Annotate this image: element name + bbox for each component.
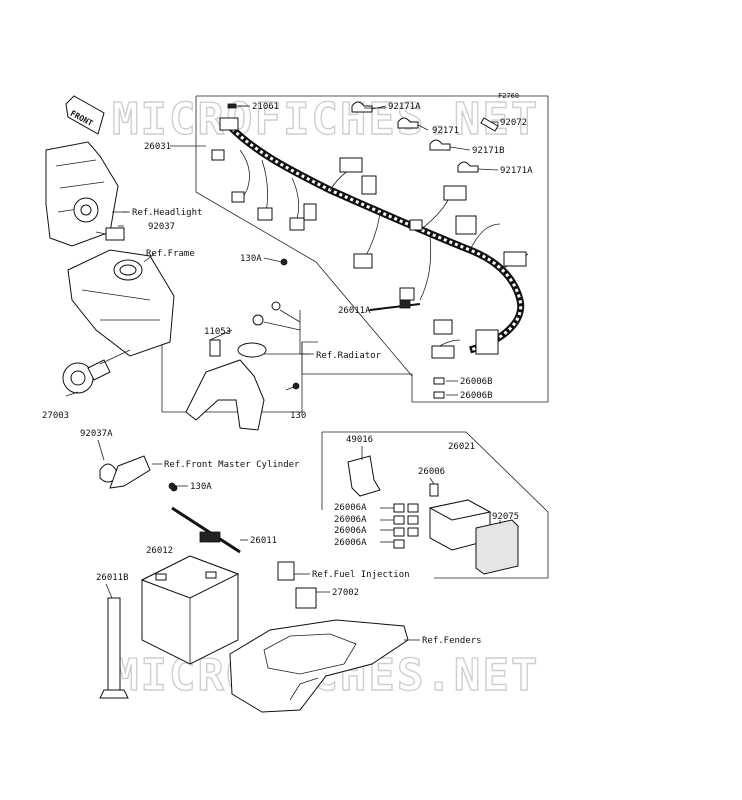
label-26006A-4: 26006A (334, 538, 367, 548)
part-26006-icon (429, 483, 439, 497)
label-92075: 92075 (492, 512, 519, 522)
fender-tray (229, 619, 409, 713)
label-92171: 92171 (432, 126, 459, 136)
frame (67, 249, 175, 357)
part-26006B-2-icon (433, 391, 445, 399)
label-26012: 26012 (146, 546, 173, 556)
label-ref-fuel-injection: Ref.Fuel Injection (312, 570, 410, 580)
connector-pins-26006A (393, 503, 419, 549)
label-ref-frame: Ref.Frame (146, 249, 195, 259)
radiator-bracket (185, 301, 310, 431)
label-ref-fenders: Ref.Fenders (422, 636, 482, 646)
battery-26012-icon (140, 555, 240, 665)
cable-26011A (369, 299, 421, 311)
harness-group-outline (161, 95, 549, 413)
leader-lines (65, 105, 501, 641)
label-92037A: 92037A (80, 429, 113, 439)
part-26006B-icon (433, 377, 445, 385)
bracket-49016-icon (347, 455, 381, 497)
label-21061: 21061 (252, 102, 279, 112)
label-26006: 26006 (418, 467, 445, 477)
label-49016: 49016 (346, 435, 373, 445)
main-wiring-harness (211, 117, 529, 359)
ecu-group-outline (321, 431, 549, 579)
cable-26011 (170, 484, 241, 554)
label-26011: 26011 (250, 536, 277, 546)
label-26031: 26031 (144, 142, 171, 152)
label-130: 130 (290, 411, 306, 421)
label-26006A-1: 26006A (334, 503, 367, 513)
label-92171A-bottom: 92171A (500, 166, 533, 176)
label-130A-upper: 130A (240, 254, 262, 264)
horn-27003-icon (62, 349, 131, 394)
label-27002: 27002 (332, 588, 359, 598)
label-11053: 11053 (204, 327, 231, 337)
label-92072: 92072 (500, 118, 527, 128)
label-ref-radiator: Ref.Radiator (316, 351, 382, 361)
relay-27002-icon (295, 587, 317, 609)
label-26021: 26021 (448, 442, 475, 452)
label-26006A-2: 26006A (334, 515, 367, 525)
fuel-injection-relay-icon (277, 561, 295, 581)
label-ref-front-master-cylinder: Ref.Front Master Cylinder (164, 460, 300, 470)
label-26006B-lower: 26006B (460, 391, 493, 401)
label-130A-lower: 130A (190, 482, 212, 492)
label-92037: 92037 (148, 222, 175, 232)
label-26011A: 26011A (338, 306, 371, 316)
label-26006A-3: 26006A (334, 526, 367, 536)
label-92171A-top: 92171A (388, 102, 421, 112)
bolt-130A-2-icon (168, 482, 176, 490)
label-92171B: 92171B (472, 146, 505, 156)
master-cylinder-bracket (99, 455, 151, 489)
front-direction-arrow-icon: FRONT (65, 95, 105, 135)
battery-strap-26011B (99, 597, 129, 699)
headlight-bracket (45, 141, 128, 247)
label-27003: 27003 (42, 411, 69, 421)
watermark-top: MICROFICHES.NET (112, 94, 539, 145)
harness-clamps (351, 101, 499, 173)
ecu-cover-92075-icon (475, 519, 519, 575)
label-26006B-upper: 26006B (460, 377, 493, 387)
label-26011B: 26011B (96, 573, 129, 583)
label-ref-headlight: Ref.Headlight (132, 208, 202, 218)
